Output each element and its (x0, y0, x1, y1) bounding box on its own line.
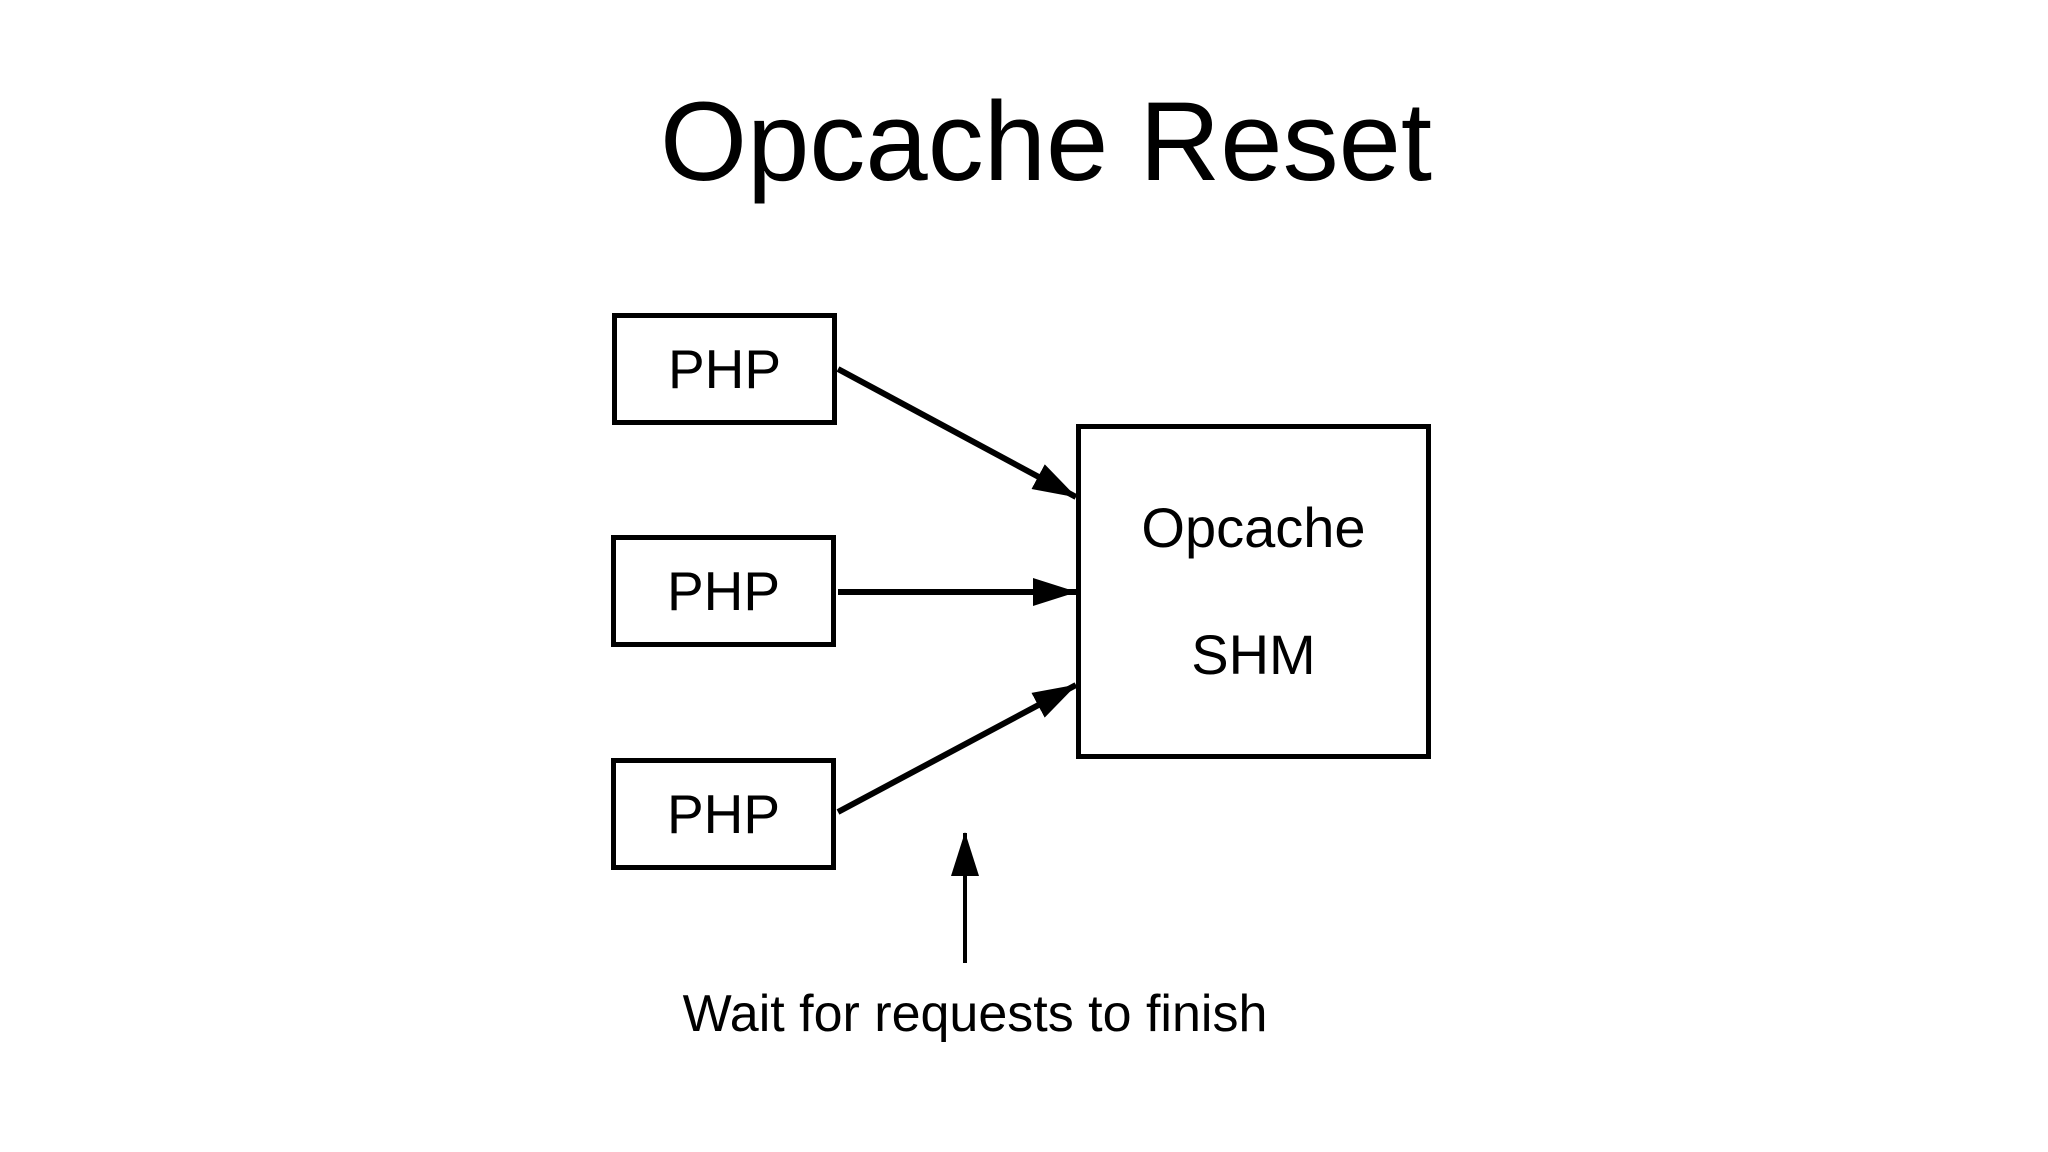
node-php-2: PHP (611, 535, 836, 647)
node-php-3-label: PHP (666, 782, 781, 845)
node-php-2-label: PHP (666, 559, 781, 622)
arrow-php3-to-shm-icon (836, 682, 1078, 815)
node-php-1: PHP (612, 313, 837, 425)
node-php-3: PHP (611, 758, 836, 870)
node-php-1-label: PHP (667, 337, 782, 400)
annotation-wait-label: Wait for requests to finish (682, 985, 1268, 1043)
node-opcache-shm: Opcache SHM (1076, 424, 1431, 759)
node-opcache-shm-line1: Opcache (1141, 496, 1366, 559)
diagram-title: Opcache Reset (660, 79, 1432, 204)
node-opcache-shm-line2: SHM (1191, 623, 1316, 686)
arrow-php1-to-shm-icon (836, 366, 1078, 500)
